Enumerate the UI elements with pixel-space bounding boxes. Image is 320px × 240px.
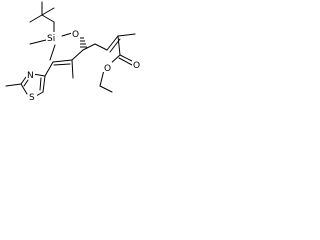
- bond-c6-c7-double-a: [52, 59, 73, 63]
- bond-c2-n: [20, 76, 27, 85]
- bond-c6-methyl: [71, 59, 74, 79]
- bond-c2-n-double: [23, 79, 29, 87]
- bond-c6-c7-double-b: [53, 63, 71, 66]
- bond-c2-c1: [117, 35, 121, 56]
- bond-c5-c6: [71, 49, 84, 61]
- bond-c1-o-double-a: [119, 54, 135, 63]
- molecule-structure: Si O O O N S: [5, 1, 141, 103]
- bond-tbu-methyl-1: [29, 14, 43, 23]
- bond-ch2-ch3: [99, 85, 113, 93]
- bond-si-methyl-left: [29, 39, 47, 45]
- bond-c4-c5-double: [39, 77, 42, 91]
- bond-si-o: [61, 32, 73, 37]
- bond-tbu-methyl-3: [41, 7, 55, 16]
- bond-o-ch2: [99, 69, 105, 87]
- silyl-methyl-groups: [29, 21, 73, 61]
- bond-si-methyl-down: [49, 44, 56, 61]
- oxygen-carbonyl-label: O: [133, 61, 140, 71]
- bond-c3-c2-double-a: [106, 35, 119, 51]
- bond-c5-c4: [82, 43, 96, 51]
- bond-s-c2: [20, 83, 28, 95]
- bond-c1-o-double-b: [118, 57, 133, 66]
- thiazole-ring: [5, 73, 46, 97]
- bond-c2-methyl: [117, 33, 136, 37]
- silicon-label: Si: [47, 34, 55, 44]
- atom-labels: Si O O O N S: [26, 28, 141, 103]
- hashed-wedge-o-stereocenter: [80, 37, 87, 48]
- main-chain: [44, 33, 136, 93]
- nitrogen-label: N: [27, 71, 34, 81]
- bond-c7-thiazole: [44, 61, 54, 77]
- bond-c5-s: [35, 91, 44, 97]
- oxygen-silyl-label: O: [72, 30, 79, 40]
- bond-c4-c3: [94, 43, 108, 51]
- oxygen-ester-label: O: [104, 64, 111, 74]
- bond-c2-methyl: [5, 83, 22, 87]
- sulfur-label: S: [29, 93, 35, 103]
- bond-tbu-quaternary-si: [41, 14, 55, 23]
- bond-c4-c5: [42, 75, 46, 93]
- tert-butyl-group: [29, 1, 55, 23]
